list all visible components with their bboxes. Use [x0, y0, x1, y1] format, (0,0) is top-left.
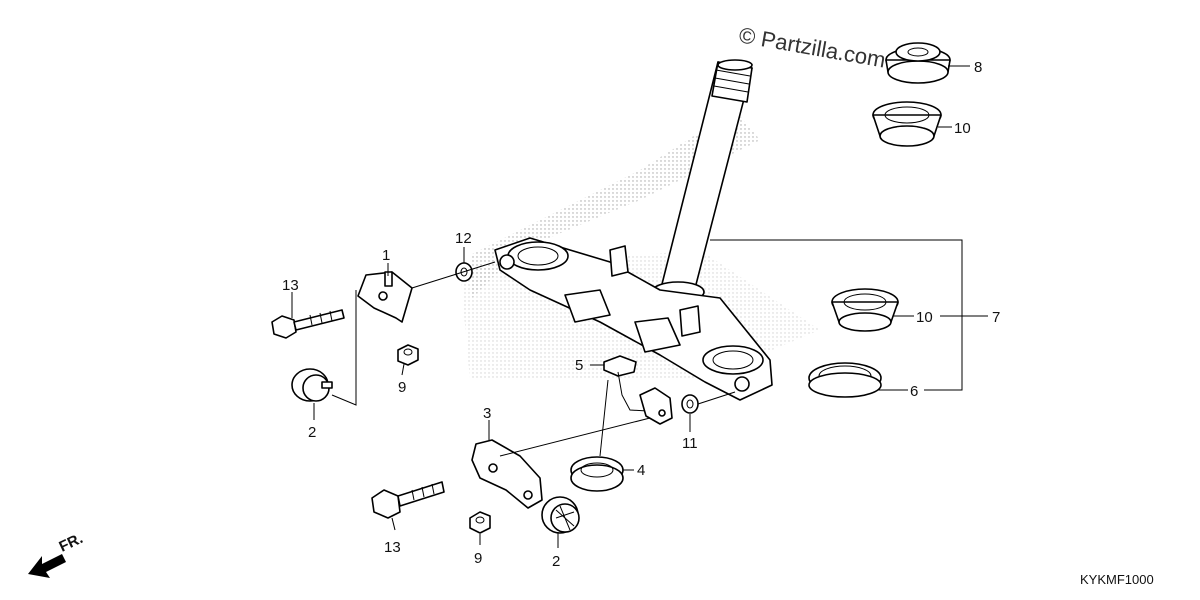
- part-9-lower-nut: [469, 511, 491, 534]
- callout-1: 1: [382, 247, 390, 264]
- part-1-bracket: [357, 271, 413, 323]
- background-stipple: [470, 110, 760, 300]
- part-6-dust-seal: [808, 362, 882, 398]
- watermark-text: © Partzilla.com: [737, 22, 887, 72]
- part-2-lower-grommet: [541, 496, 580, 534]
- callout-2-upper: 2: [308, 424, 316, 441]
- front-arrow: FR.: [28, 530, 86, 578]
- part-8-stem-nut: [885, 42, 951, 84]
- callout-2-lower: 2: [552, 553, 560, 570]
- part-3-lower-bracket: [471, 439, 543, 509]
- callout-9-lower: 9: [474, 550, 482, 567]
- part-13-upper-bolt: [271, 309, 345, 339]
- callout-13-lower: 13: [384, 539, 401, 556]
- callout-13-upper: 13: [282, 277, 299, 294]
- callout-8: 8: [974, 59, 982, 76]
- part-4-grommet: [570, 456, 624, 492]
- steering-stem-shaft: [651, 59, 753, 303]
- front-arrow-label: FR.: [57, 530, 86, 556]
- leader-lines: [291, 65, 988, 548]
- callout-11: 11: [682, 435, 698, 452]
- part-10-lower-bearing: [831, 288, 899, 332]
- part-9-upper-nut: [397, 344, 419, 366]
- part-2-upper-grommet: [291, 368, 333, 402]
- callout-7: 7: [992, 309, 1000, 326]
- callout-12: 12: [455, 230, 472, 247]
- callout-10-upper: 10: [954, 120, 971, 137]
- callout-6: 6: [910, 383, 918, 400]
- part-13-lower-bolt: [371, 481, 445, 519]
- callout-9-upper: 9: [398, 379, 406, 396]
- callout-4: 4: [637, 462, 645, 479]
- part-11-washer: [681, 394, 699, 414]
- wire-bracket: [639, 387, 673, 425]
- callout-labels: 1 12 13 9 2 3 5 11 4 13 9 2 8 10 10 7 6: [282, 59, 1000, 570]
- part-10-upper-bearing: [872, 101, 942, 147]
- callout-10-lower: 10: [916, 309, 933, 326]
- callout-3: 3: [483, 405, 491, 422]
- callout-5: 5: [575, 357, 583, 374]
- diagram-code: KYKMF1000: [1080, 572, 1154, 587]
- bottom-bridge: [494, 237, 773, 401]
